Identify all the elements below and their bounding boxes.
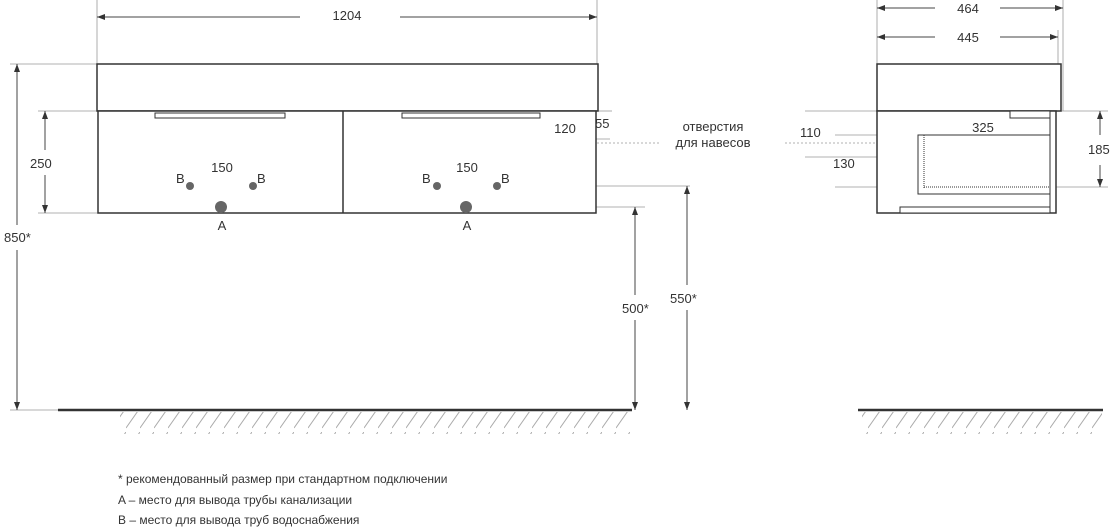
dim-110: 110 — [800, 125, 821, 140]
dim-185: 185 — [1088, 142, 1110, 157]
dim-130: 130 — [833, 156, 855, 171]
side-view — [876, 63, 1062, 214]
hole-note: отверстия — [683, 119, 744, 134]
legend-note: * рекомендованный размер при стандартном… — [118, 472, 448, 486]
hole-note: для навесов — [675, 135, 750, 150]
label-b: B — [176, 171, 185, 186]
dim-depth-top: 464 — [957, 1, 979, 16]
dim-drain-height: 500* — [622, 301, 649, 316]
hole-b — [433, 182, 441, 190]
dim-width: 1204 — [333, 8, 362, 23]
hole-b — [186, 182, 194, 190]
floor — [58, 408, 1103, 434]
label-b: B — [422, 171, 431, 186]
dim-total-height: 850* — [4, 230, 31, 245]
label-a: A — [218, 218, 227, 233]
dim-hole-y: 55 — [595, 116, 609, 131]
legend-a: A – место для вывода трубы канализации — [118, 493, 353, 507]
legend-b: B – место для вывода труб водоснабжения — [118, 513, 360, 527]
dim-supply-height: 550* — [670, 291, 697, 306]
dim-pipe-spacing: 150 — [456, 160, 478, 175]
hole-a — [460, 201, 472, 213]
hole-b — [249, 182, 257, 190]
dim-depth-body: 445 — [957, 30, 979, 45]
dim-cabinet-height: 250 — [30, 156, 52, 171]
front-view — [96, 63, 599, 214]
dim-pipe-spacing: 150 — [211, 160, 233, 175]
dim-325: 325 — [972, 120, 994, 135]
label-b: B — [257, 171, 266, 186]
hole-a — [215, 201, 227, 213]
hole-b — [493, 182, 501, 190]
pipe-holes — [186, 182, 501, 213]
label-a: A — [463, 218, 472, 233]
dim-hole-x: 120 — [554, 121, 576, 136]
label-b: B — [501, 171, 510, 186]
